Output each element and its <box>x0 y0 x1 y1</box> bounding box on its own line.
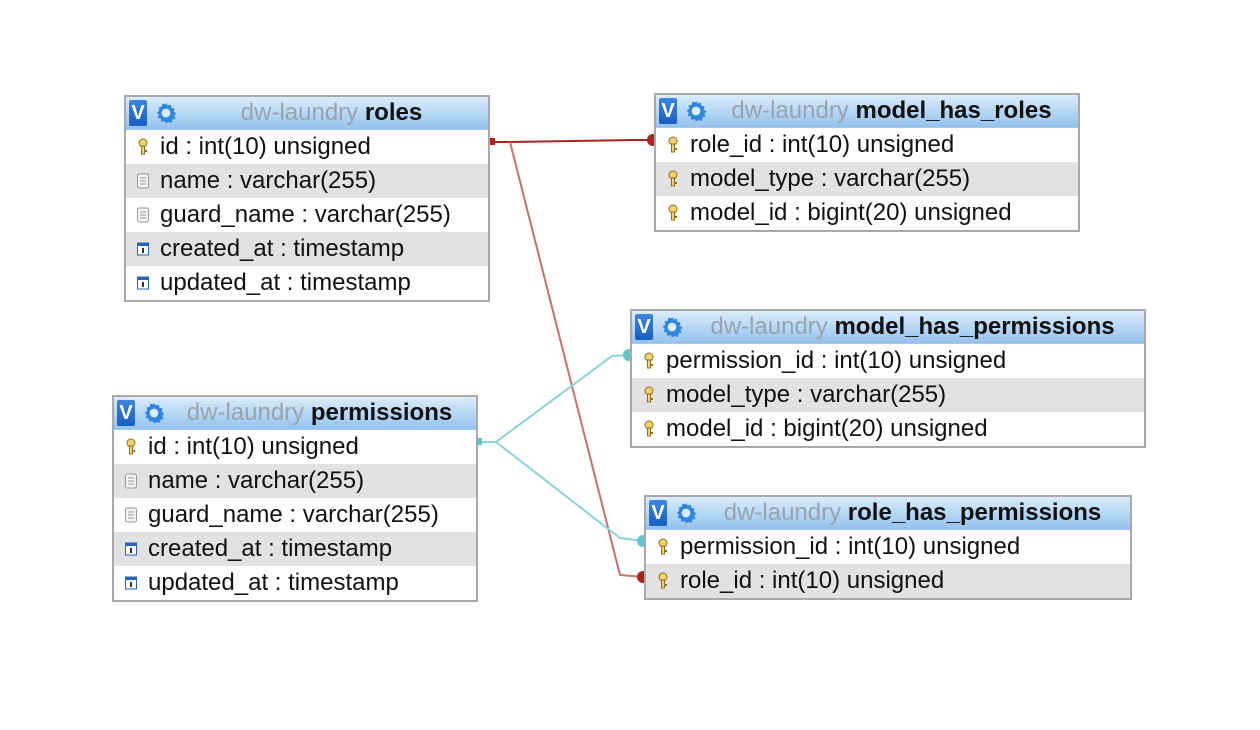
field-icon <box>125 473 137 489</box>
table-title: dw-laundry permissions <box>167 397 476 429</box>
table-header[interactable]: V dw-laundry role_has_permissions <box>646 497 1130 530</box>
table-role-has-permissions[interactable]: V dw-laundry role_has_permissions permis… <box>644 495 1132 600</box>
table-name: permissions <box>310 399 453 426</box>
timestamp-icon <box>137 276 149 290</box>
column-row[interactable]: role_id : int(10) unsigned <box>656 128 1078 162</box>
column-row[interactable]: created_at : timestamp <box>114 532 476 566</box>
column-label: model_id : bigint(20) unsigned <box>666 415 988 442</box>
column-row[interactable]: model_id : bigint(20) unsigned <box>632 412 1144 446</box>
timestamp-icon <box>125 542 137 556</box>
column-label: role_id : int(10) unsigned <box>680 567 945 594</box>
column-row[interactable]: model_type : varchar(255) <box>632 378 1144 412</box>
database-name: dw-laundry <box>710 313 828 340</box>
key-icon <box>644 352 654 369</box>
relation-permissions-role-has-permissions <box>495 441 645 542</box>
toggle-v-icon[interactable]: V <box>649 500 667 526</box>
key-icon <box>644 386 654 403</box>
database-name: dw-laundry <box>731 97 849 124</box>
column-row[interactable]: model_type : varchar(255) <box>656 162 1078 196</box>
gear-icon[interactable] <box>153 100 179 126</box>
table-name: role_has_permissions <box>847 499 1102 526</box>
column-label: id : int(10) unsigned <box>160 133 371 160</box>
toggle-v-icon[interactable]: V <box>117 400 135 426</box>
table-title: dw-laundry model_has_permissions <box>685 311 1144 343</box>
column-label: permission_id : int(10) unsigned <box>666 347 1007 374</box>
toggle-v-icon[interactable]: V <box>659 98 677 124</box>
column-row[interactable]: guard_name : varchar(255) <box>126 198 488 232</box>
column-label: created_at : timestamp <box>160 235 405 262</box>
column-row[interactable]: guard_name : varchar(255) <box>114 498 476 532</box>
table-header[interactable]: V dw-laundry model_has_permissions <box>632 311 1144 344</box>
column-label: updated_at : timestamp <box>148 569 399 596</box>
column-label: id : int(10) unsigned <box>148 433 359 460</box>
relation-roles-model-has-roles <box>490 139 654 143</box>
column-label: model_id : bigint(20) unsigned <box>690 199 1012 226</box>
column-label: updated_at : timestamp <box>160 269 411 296</box>
column-row[interactable]: permission_id : int(10) unsigned <box>646 530 1130 564</box>
column-label: guard_name : varchar(255) <box>148 501 439 528</box>
table-title: dw-laundry model_has_roles <box>709 95 1078 127</box>
column-label: guard_name : varchar(255) <box>160 201 451 228</box>
toggle-v-icon[interactable]: V <box>129 100 147 126</box>
key-icon <box>138 138 148 155</box>
table-roles[interactable]: V dw-laundry roles id : int(10) unsigned… <box>124 95 490 302</box>
timestamp-icon <box>125 576 137 590</box>
key-icon <box>658 538 668 555</box>
table-header[interactable]: V dw-laundry roles <box>126 97 488 130</box>
column-label: model_type : varchar(255) <box>690 165 971 192</box>
relation-permissions-model-has-permissions <box>477 354 631 443</box>
column-label: name : varchar(255) <box>160 167 377 194</box>
toggle-v-icon[interactable]: V <box>635 314 653 340</box>
table-name: model_has_permissions <box>834 313 1115 340</box>
column-label: model_type : varchar(255) <box>666 381 947 408</box>
table-header[interactable]: V dw-laundry model_has_roles <box>656 95 1078 128</box>
table-header[interactable]: V dw-laundry permissions <box>114 397 476 430</box>
relation-roles-role-has-permissions <box>509 141 645 578</box>
table-title: dw-laundry roles <box>179 97 488 129</box>
key-icon <box>668 170 678 187</box>
table-name: model_has_roles <box>855 97 1052 124</box>
key-icon <box>668 204 678 221</box>
database-name: dw-laundry <box>240 99 359 126</box>
column-row[interactable]: name : varchar(255) <box>114 464 476 498</box>
column-row[interactable]: created_at : timestamp <box>126 232 488 266</box>
table-name: roles <box>364 99 423 126</box>
gear-icon[interactable] <box>141 400 167 426</box>
column-row[interactable]: permission_id : int(10) unsigned <box>632 344 1144 378</box>
timestamp-icon <box>137 242 149 256</box>
column-row[interactable]: updated_at : timestamp <box>126 266 488 300</box>
column-row[interactable]: role_id : int(10) unsigned <box>646 564 1130 598</box>
column-row[interactable]: updated_at : timestamp <box>114 566 476 600</box>
column-row[interactable]: id : int(10) unsigned <box>126 130 488 164</box>
field-icon <box>137 173 149 189</box>
key-icon <box>668 136 678 153</box>
column-label: permission_id : int(10) unsigned <box>680 533 1021 560</box>
table-model-has-permissions[interactable]: V dw-laundry model_has_permissions permi… <box>630 309 1146 448</box>
column-label: created_at : timestamp <box>148 535 393 562</box>
table-title: dw-laundry role_has_permissions <box>699 497 1130 529</box>
gear-icon[interactable] <box>673 500 699 526</box>
gear-icon[interactable] <box>683 98 709 124</box>
key-icon <box>644 420 654 437</box>
column-label: role_id : int(10) unsigned <box>690 131 955 158</box>
key-icon <box>658 572 668 589</box>
key-icon <box>126 438 136 455</box>
gear-icon[interactable] <box>659 314 685 340</box>
field-icon <box>137 207 149 223</box>
column-row[interactable]: model_id : bigint(20) unsigned <box>656 196 1078 230</box>
column-row[interactable]: name : varchar(255) <box>126 164 488 198</box>
table-model-has-roles[interactable]: V dw-laundry model_has_roles role_id : i… <box>654 93 1080 232</box>
database-name: dw-laundry <box>723 499 842 526</box>
database-name: dw-laundry <box>186 399 305 426</box>
column-row[interactable]: id : int(10) unsigned <box>114 430 476 464</box>
table-permissions[interactable]: V dw-laundry permissions id : int(10) un… <box>112 395 478 602</box>
field-icon <box>125 507 137 523</box>
column-label: name : varchar(255) <box>148 467 365 494</box>
